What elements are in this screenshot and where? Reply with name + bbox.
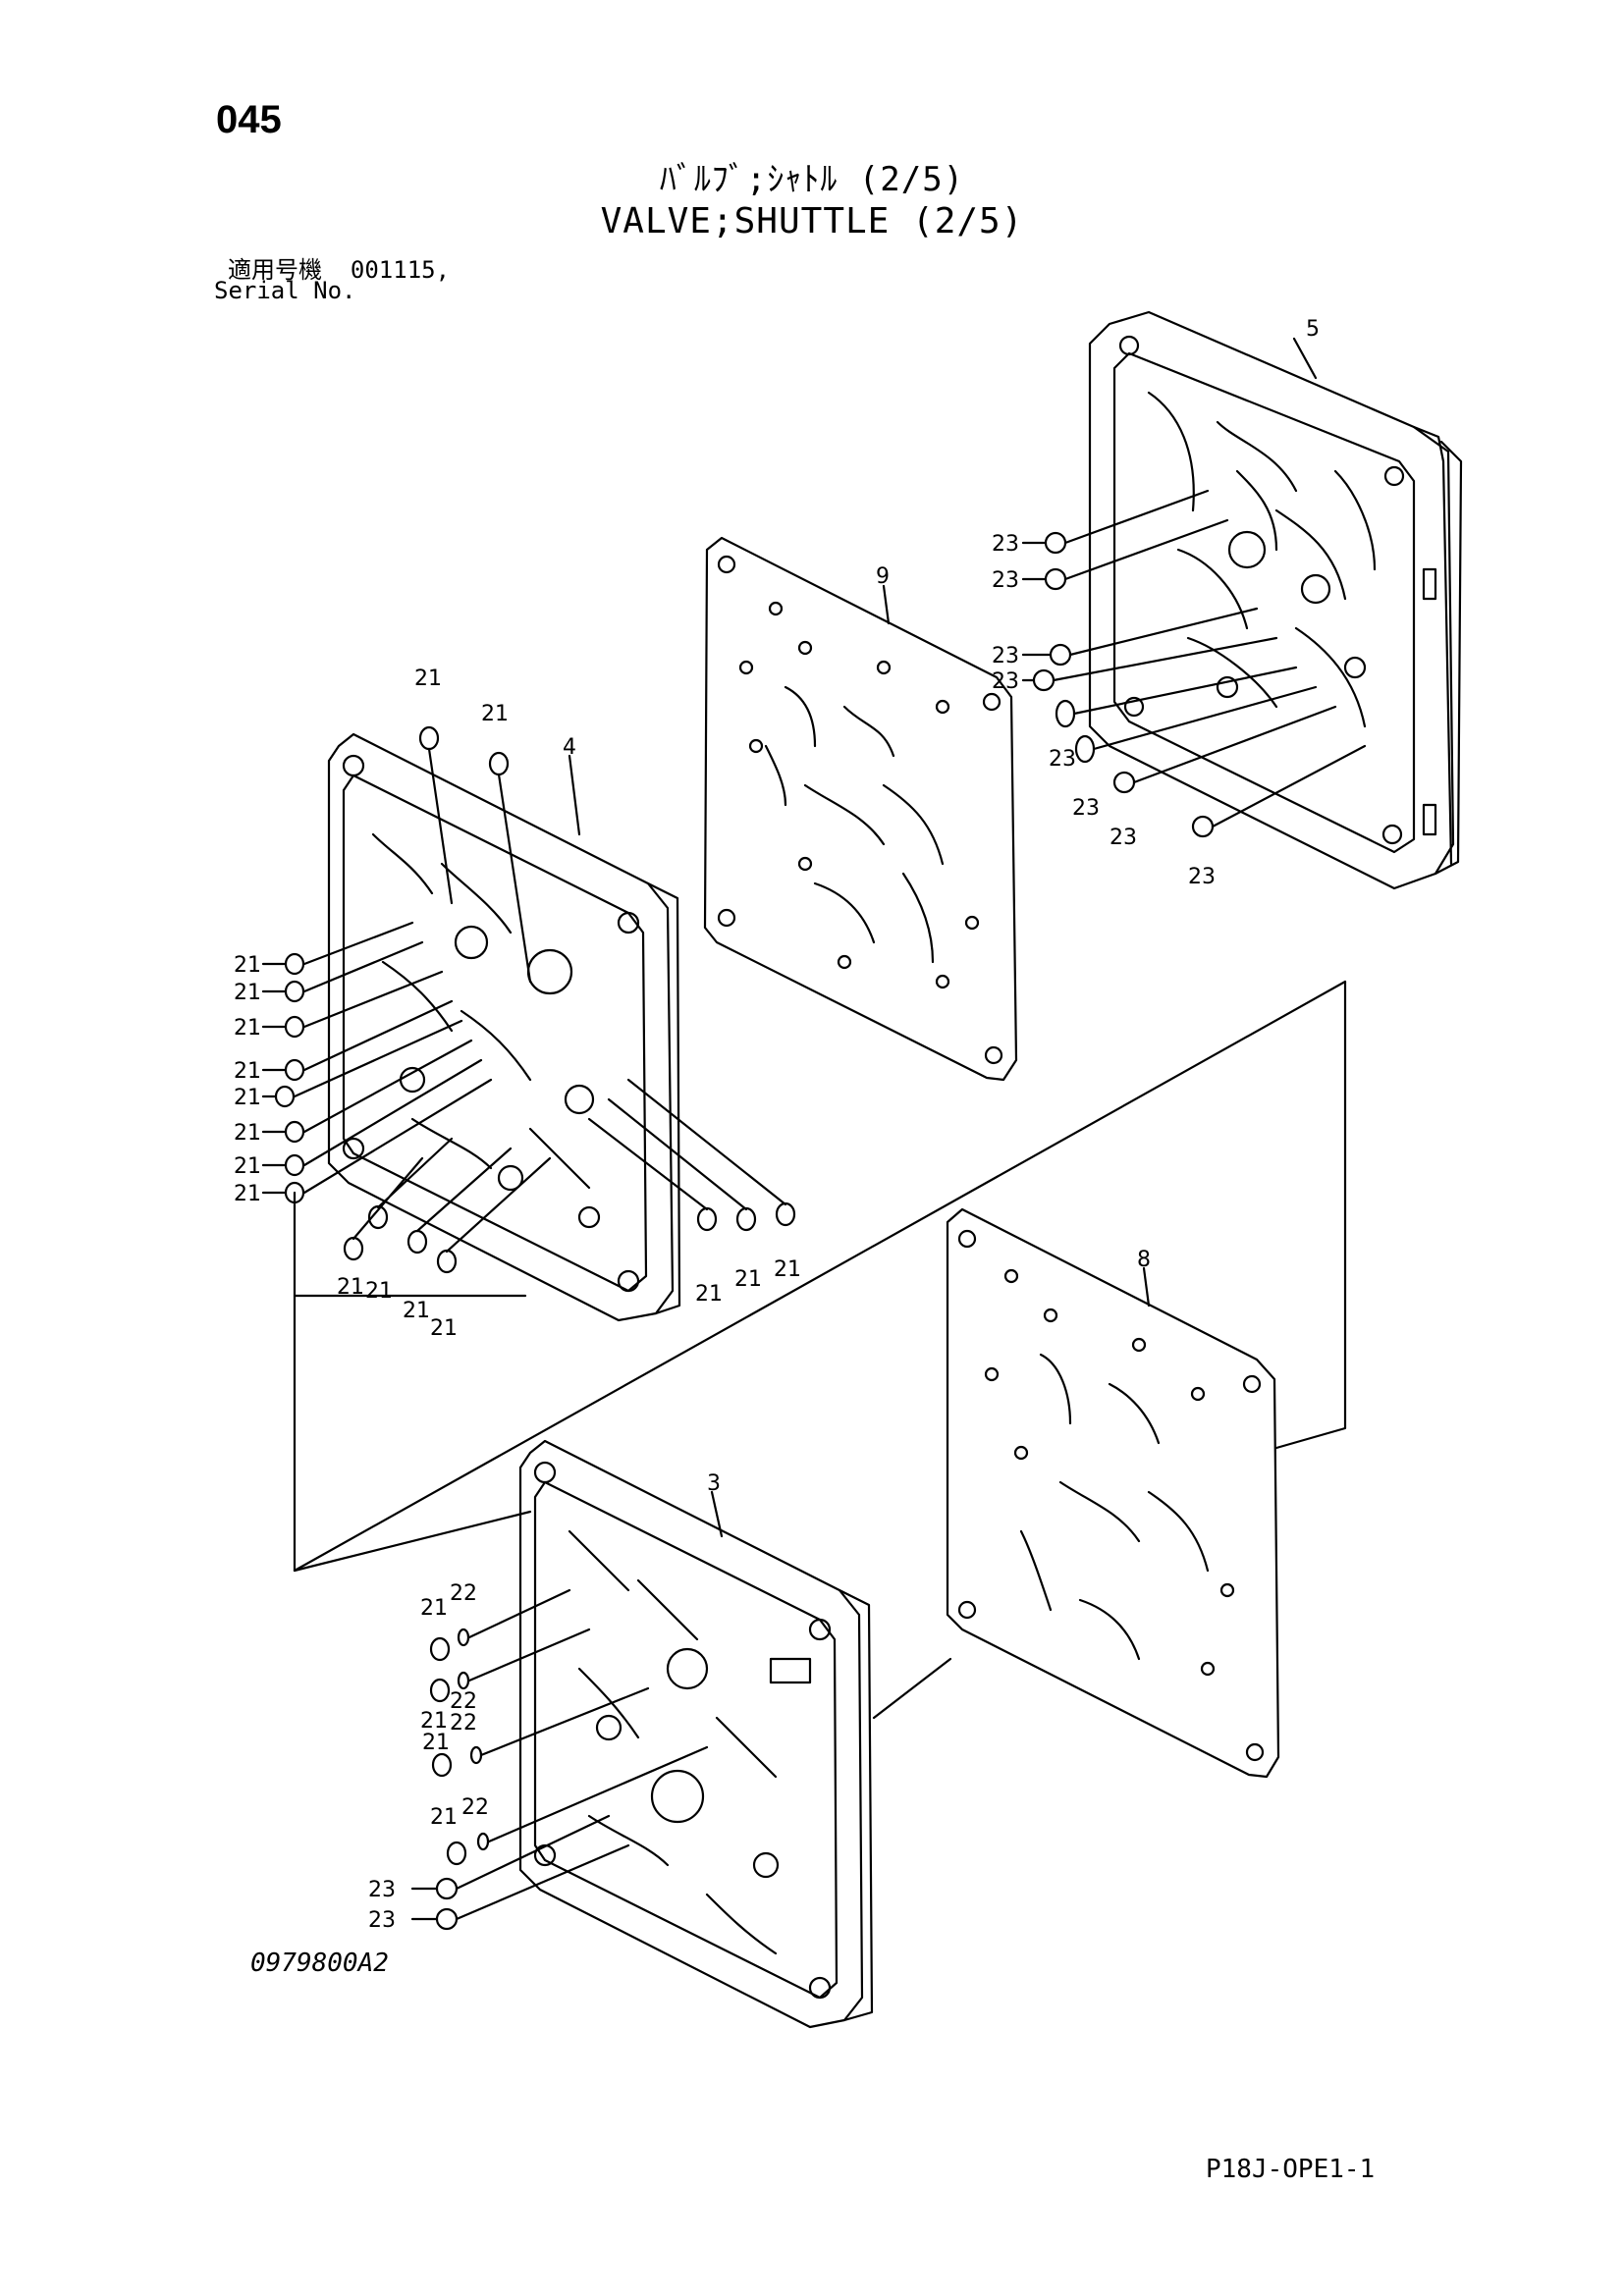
callout-23: 23 [992, 644, 1019, 668]
callout-21: 21 [430, 1805, 458, 1830]
callout-23: 23 [1110, 826, 1137, 850]
callout-21: 21 [695, 1282, 723, 1307]
callout-21: 21 [365, 1279, 393, 1304]
serial-line-japanese: 適用号機 001115, [228, 250, 450, 285]
gasket-plate-8 [946, 1207, 1280, 1779]
callout-21: 21 [234, 1016, 261, 1041]
callout-21: 21 [481, 702, 509, 726]
drawing-code: 0979800A2 [250, 1949, 389, 1978]
serial-value: 001115, [350, 256, 451, 284]
leader-lines [261, 337, 1318, 1921]
plugs-springs-plate-3 [429, 1588, 709, 1931]
callout-21: 21 [414, 667, 442, 691]
callout-23: 23 [992, 568, 1019, 593]
callout-plate-9: 9 [876, 564, 890, 589]
callout-21: 21 [234, 1121, 261, 1146]
callout-22: 22 [450, 1711, 477, 1735]
callout-22: 22 [450, 1581, 477, 1606]
callout-plate-5: 5 [1306, 317, 1320, 342]
gasket-plate-9 [703, 536, 1018, 1082]
callout-21: 21 [234, 1086, 261, 1110]
title-japanese: ﾊﾞﾙﾌﾞ;ｼｬﾄﾙ (2/5) [659, 160, 965, 199]
callout-21: 21 [337, 1275, 364, 1300]
callout-23: 23 [368, 1878, 396, 1902]
callout-21: 21 [774, 1257, 801, 1282]
callout-23: 23 [1072, 796, 1100, 821]
page-code: P18J-OPE1-1 [1206, 2155, 1376, 2184]
callout-21: 21 [420, 1596, 448, 1621]
valve-body-plate-3 [518, 1439, 874, 2029]
callout-21: 21 [234, 1059, 261, 1084]
callout-plate-3: 3 [707, 1471, 721, 1496]
serial-label-japanese: 適用号機 [228, 256, 322, 284]
callout-plate-8: 8 [1137, 1248, 1151, 1272]
page-number: 045 [216, 98, 282, 141]
callout-21: 21 [420, 1709, 448, 1734]
callout-23: 23 [1049, 747, 1076, 772]
valve-body-plate-4 [327, 732, 681, 1322]
callout-23: 23 [1188, 865, 1216, 889]
callout-labels: 5 9 4 8 3 21 21 21 21 21 21 21 21 21 21 … [234, 317, 1320, 1933]
callout-21: 21 [234, 1154, 261, 1179]
callout-23: 23 [992, 532, 1019, 557]
callout-21: 21 [734, 1267, 762, 1292]
callout-21: 21 [234, 981, 261, 1005]
callout-22: 22 [450, 1689, 477, 1714]
callout-22: 22 [461, 1795, 489, 1820]
callout-21: 21 [422, 1731, 450, 1755]
serial-label-english: Serial No. [214, 277, 356, 304]
filters-part-23 [1032, 489, 1367, 838]
callout-23: 23 [992, 669, 1019, 694]
callout-23: 23 [368, 1908, 396, 1933]
callout-21: 21 [430, 1316, 458, 1341]
callout-plate-4: 4 [563, 735, 576, 760]
title-english: VALVE;SHUTTLE (2/5) [600, 201, 1024, 241]
valve-body-plate-5 [1088, 310, 1463, 890]
assembly-frame-lines [293, 980, 1347, 1720]
plugs-part-21 [274, 725, 796, 1274]
callout-21: 21 [234, 1182, 261, 1206]
callout-21: 21 [234, 953, 261, 978]
callout-21: 21 [403, 1299, 430, 1323]
